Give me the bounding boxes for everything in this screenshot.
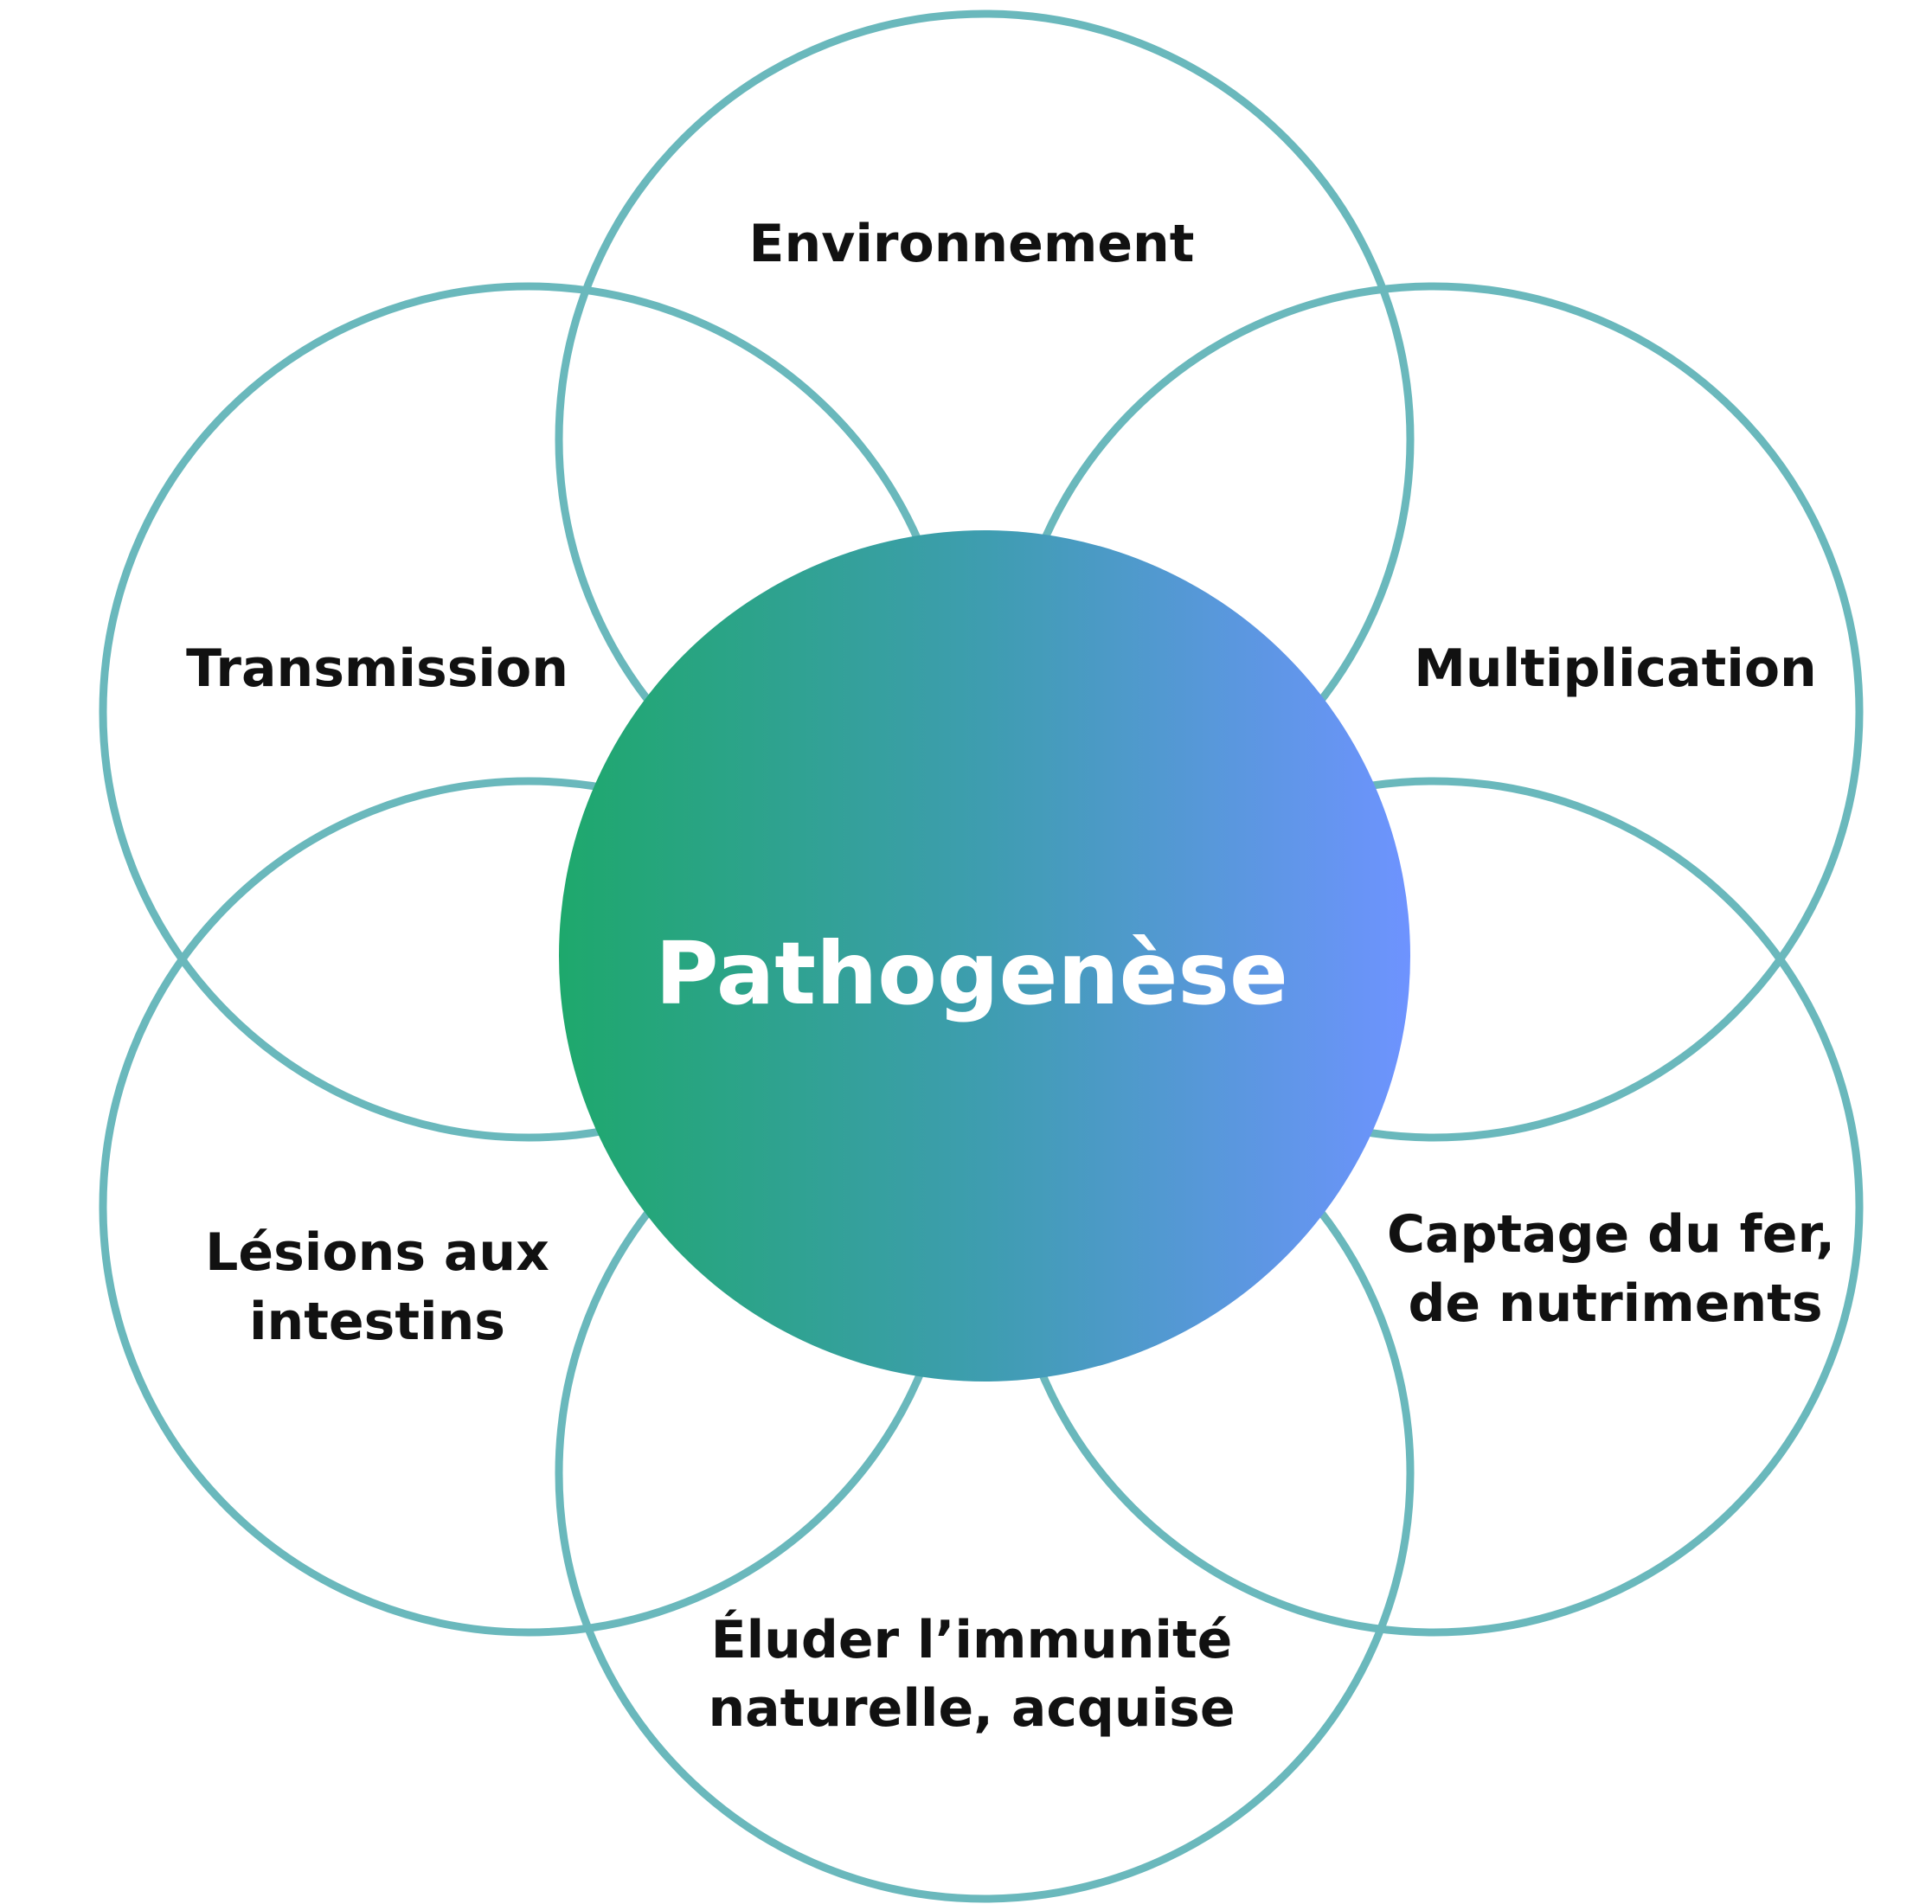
center-circle bbox=[559, 530, 1410, 1382]
petal-label-captage-line1: Captage du fer, bbox=[1387, 1204, 1835, 1265]
petal-label-eluder-line2: naturelle, acquise bbox=[708, 1678, 1235, 1739]
petal-label-lesions-line2: intestins bbox=[249, 1292, 505, 1352]
petal-label-environnement: Environnement bbox=[749, 214, 1195, 274]
center-label: Pathogenèse bbox=[655, 923, 1288, 1024]
petal-label-lesions-line1: Lésions aux bbox=[205, 1222, 549, 1283]
petal-label-multiplication: Multiplication bbox=[1414, 638, 1817, 699]
petal-label-captage-line2: de nutriments bbox=[1408, 1273, 1822, 1334]
petal-label-transmission: Transmission bbox=[186, 638, 568, 699]
petal-label-eluder-line1: Éluder l’immunité bbox=[711, 1608, 1233, 1670]
